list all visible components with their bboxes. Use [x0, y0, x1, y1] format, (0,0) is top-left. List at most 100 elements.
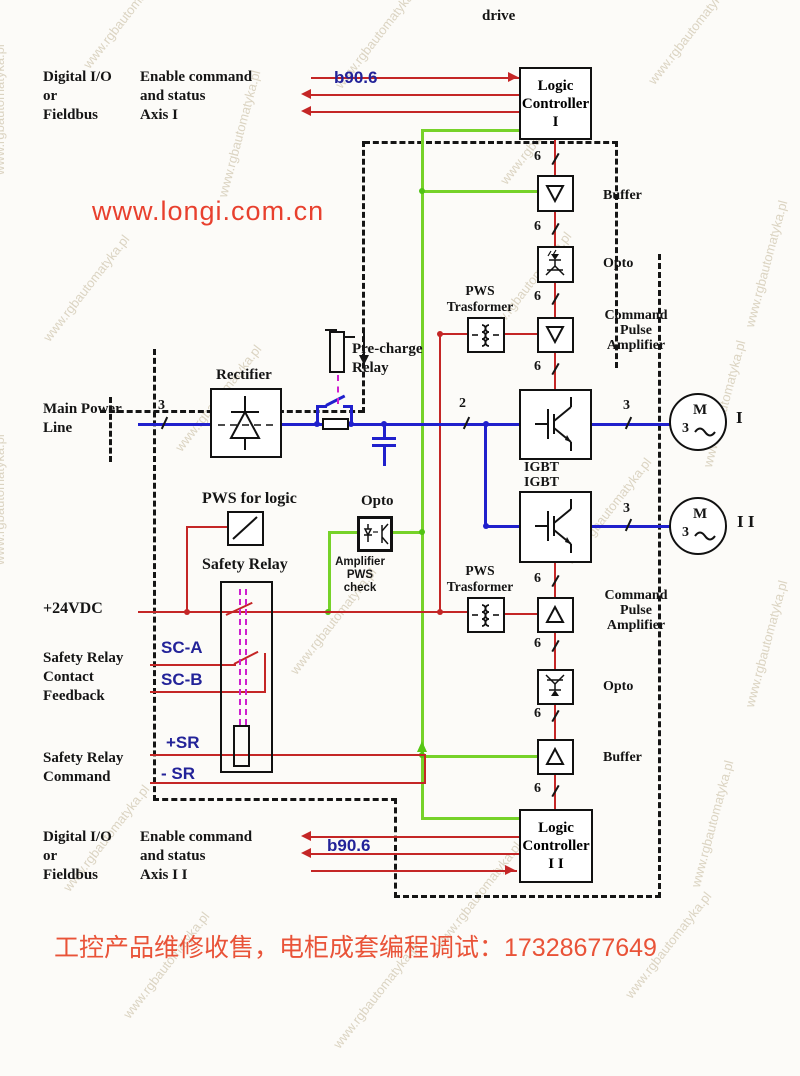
- safety-relay-title: Safety Relay: [202, 556, 288, 573]
- junction-dot: [381, 421, 387, 427]
- motor2-symbol: M 3: [669, 497, 727, 555]
- junction-dot: [314, 421, 320, 427]
- enable-line-vertical: [421, 129, 424, 820]
- precharge-resistor-tick: [344, 336, 355, 338]
- sine-wave-icon: [694, 427, 716, 437]
- dc-bus-branch-h: [484, 525, 520, 528]
- enable-line-ampcheck: [328, 531, 331, 613]
- capacitor-lead-top: [383, 425, 386, 437]
- arrow-left-icon: [301, 848, 311, 858]
- capacitor-plate: [372, 444, 396, 447]
- buffer1-block: [537, 175, 574, 212]
- rectifier-label: Rectifier: [216, 367, 272, 383]
- amplifier-pws-check-label: Amplifier PWS check: [335, 556, 385, 594]
- pws-transformer2-label: PWS Trasformer: [446, 563, 514, 594]
- enable-line-opto-left: [328, 531, 360, 534]
- digital-io-label-bottom: Digital I/O or Fieldbus: [43, 829, 112, 883]
- watermark-text: www.rgbautomatyka.pl: [40, 231, 133, 345]
- igbt-icon: [535, 499, 572, 553]
- sc-a-line: [150, 664, 236, 666]
- bus-width-6: 6: [534, 571, 541, 586]
- watermark-text: www.rgbautomatyka.pl: [80, 0, 173, 72]
- precharge-resistor-tick: [325, 329, 337, 331]
- sr-plus-label: +SR: [166, 733, 200, 752]
- capacitor-plate: [372, 437, 396, 440]
- arrow-down-icon: [359, 355, 369, 365]
- amplifier-triangle-icon: [545, 326, 565, 345]
- pws-transformer1-block: [467, 317, 505, 353]
- watermark-text: www.rgbautomatyka.pl: [742, 578, 791, 709]
- bus-width-6: 6: [534, 781, 541, 796]
- igbt1-label: IGBT: [524, 460, 560, 475]
- enable-line-buffer1: [421, 190, 539, 193]
- precharge-relay-link: [337, 375, 339, 404]
- enable-axis1-label: Enable command and status Axis I: [140, 69, 253, 123]
- buffer2-label: Buffer: [603, 750, 642, 765]
- opto-check-title: Opto: [361, 493, 394, 509]
- safety-relay-link: [245, 589, 247, 725]
- motor-phase-label: 3: [682, 525, 689, 540]
- bypass-resistor: [322, 418, 349, 430]
- sr-plus-line: [150, 754, 426, 756]
- bypass-top-right: [343, 405, 352, 408]
- precharge-relay-label: Pre-charge Relay: [352, 341, 423, 376]
- pws-transformer2-block: [467, 597, 505, 633]
- junction-dot: [419, 188, 425, 194]
- arrow-right-icon: [508, 72, 518, 82]
- sr-minus-label: - SR: [161, 764, 195, 783]
- rail-24vdc: [138, 611, 468, 613]
- junction-dot: [419, 529, 425, 535]
- logic-controller-2-label: Logic Controller I I: [522, 820, 590, 872]
- logic-controller-1-block: Logic Controller I: [519, 67, 592, 140]
- logic-controller-1-label: Logic Controller I: [521, 77, 590, 130]
- watermark-text: www.rgbautomatyka.pl: [742, 198, 791, 329]
- footer-ad-text: 工控产品维修收售，电柜成套编程调试：17328677649: [54, 934, 657, 962]
- arrow-right-icon: [505, 865, 515, 875]
- axis1-status-line-2: [308, 111, 519, 113]
- power-supply-icon: [232, 516, 258, 540]
- sine-wave-icon: [694, 531, 716, 541]
- axis2-status-line-2: [308, 853, 519, 855]
- b906-label-bottom: b90.6: [327, 836, 371, 855]
- axis1-status-line-1: [308, 94, 519, 96]
- enable-axis2-label: Enable command and status Axis I I: [140, 829, 253, 883]
- cabinet-boundary-left-lower: [394, 798, 397, 898]
- sr-loop-v: [424, 754, 426, 783]
- opto1-block: [537, 246, 574, 283]
- arrow-left-icon: [301, 831, 311, 841]
- capacitor-lead-bottom: [383, 447, 386, 466]
- pws1-feed-v: [439, 333, 441, 613]
- bus-width-3: 3: [158, 398, 165, 413]
- drive-boundary-top: [364, 141, 618, 144]
- watermark-text: www.rgbautomatyka.pl: [120, 908, 213, 1022]
- transformer-icon: [472, 324, 499, 347]
- motor-boundary-right: [658, 254, 661, 898]
- buffer-triangle-icon: [545, 185, 565, 204]
- arrow-left-icon: [301, 89, 311, 99]
- motor1-phase-line: [591, 423, 671, 426]
- igbt2-label: IGBT: [524, 475, 560, 490]
- buffer-triangle-icon: [545, 746, 565, 765]
- pws-logic-feed-h: [186, 526, 228, 528]
- bus-width-6: 6: [534, 149, 541, 164]
- junction-dot: [437, 331, 443, 337]
- motor-phase-label: 3: [682, 421, 689, 436]
- sc-feedback-label: Safety Relay Contact Feedback: [43, 650, 124, 704]
- enable-line-opto-right: [391, 531, 424, 534]
- buffer2-block: [537, 739, 574, 775]
- pws-for-logic-label: PWS for logic: [202, 490, 297, 507]
- b906-label-top: b90.6: [334, 68, 378, 87]
- opto-check-block: [357, 516, 393, 552]
- power-boundary-dashed-stub: [109, 397, 112, 462]
- bus-width-6: 6: [534, 289, 541, 304]
- optocoupler-icon: [545, 249, 565, 276]
- dc-bus-branch-v: [484, 423, 487, 528]
- drive-boundary-right: [615, 141, 618, 368]
- sr-command-label: Safety Relay Command: [43, 750, 124, 785]
- bus-width-6: 6: [534, 636, 541, 651]
- axis1-command-line: [311, 77, 519, 79]
- cpa2-block: [537, 597, 574, 633]
- diode-icon: [218, 396, 273, 450]
- watermark-text: www.rgbautomatyka.pl: [645, 0, 738, 88]
- bus-width-3: 3: [623, 398, 630, 413]
